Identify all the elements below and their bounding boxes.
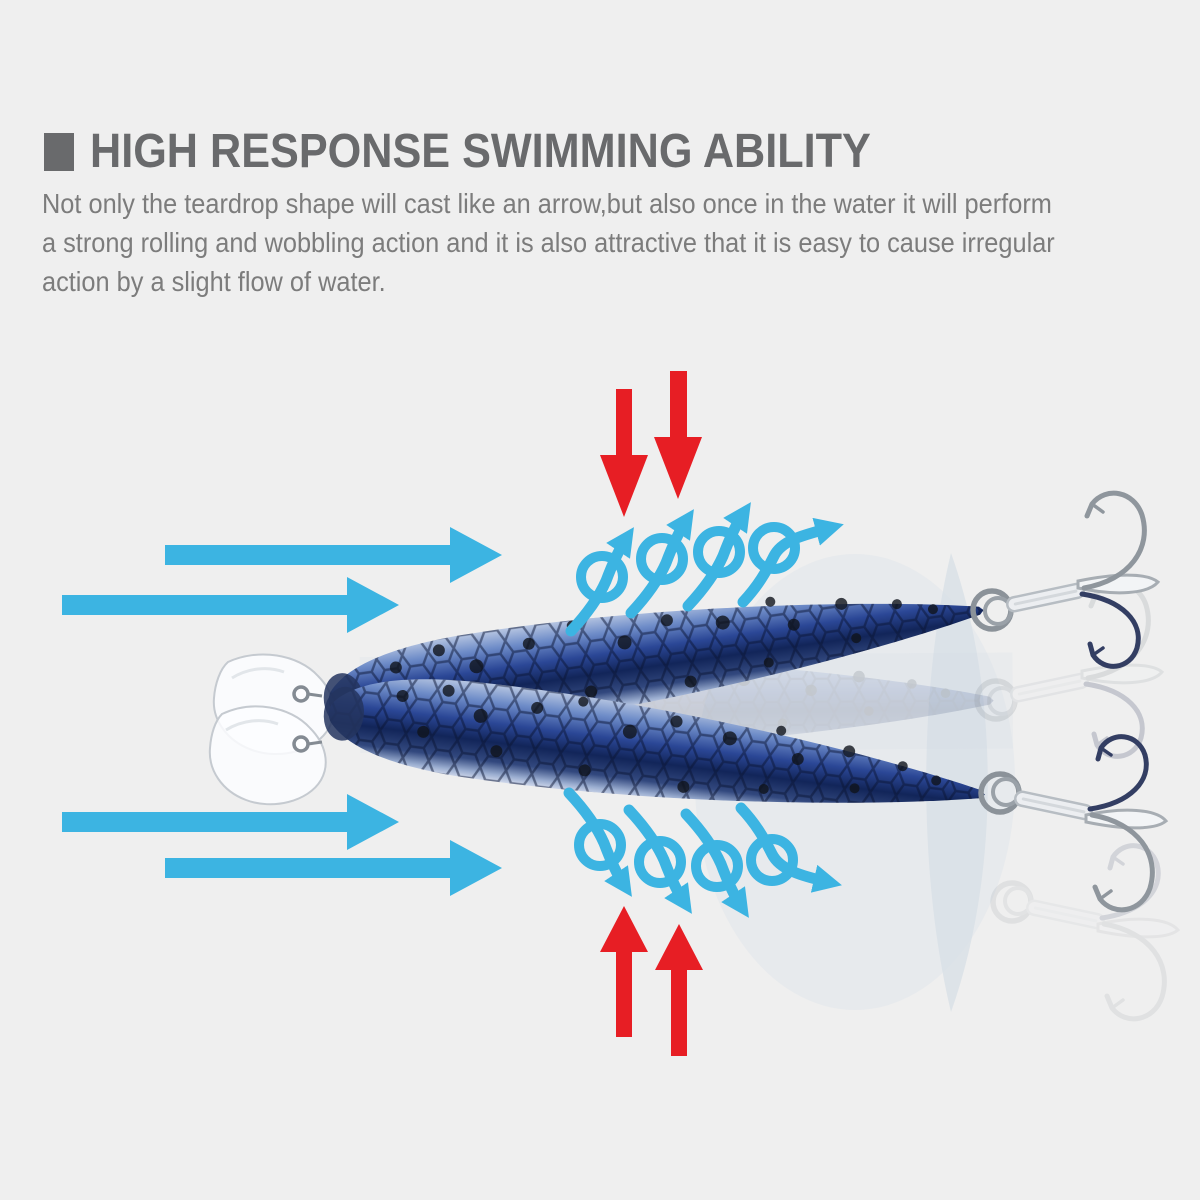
loop-arrow-icon: [735, 802, 842, 893]
description-line: a strong rolling and wobbling action and…: [42, 227, 1055, 258]
loop-arrow-icon: [565, 527, 634, 637]
page-title: HIGH RESPONSE SWIMMING ABILITY: [90, 125, 871, 178]
right-arrow-icon: [62, 794, 399, 850]
loop-arrow-icon: [682, 502, 751, 612]
right-arrow-icon: [165, 840, 502, 896]
up-arrow-icon: [600, 906, 648, 1037]
down-arrow-icon: [600, 389, 648, 517]
section-header: HIGH RESPONSE SWIMMING ABILITY: [44, 124, 958, 179]
square-bullet-icon: [44, 132, 74, 171]
loop-arrow-icon: [563, 787, 632, 897]
description-text: Not only the teardrop shape will cast li…: [42, 184, 1161, 301]
loop-arrow-icon: [625, 509, 694, 619]
upper-turbulence-swirls: [565, 502, 844, 637]
line-tie-eyelet-icon: [292, 685, 323, 753]
up-arrow-icon: [655, 924, 703, 1056]
description-line: Not only the teardrop shape will cast li…: [42, 188, 1052, 219]
loop-arrow-icon: [737, 517, 844, 608]
lower-turbulence-swirls: [563, 787, 842, 918]
pressure-arrows: [600, 371, 703, 1056]
right-arrow-icon: [62, 577, 399, 633]
treble-hook-icon: [973, 493, 1158, 666]
description-line: action by a slight flow of water.: [42, 266, 386, 297]
down-arrow-icon: [654, 371, 702, 499]
water-flow-arrows: [62, 527, 502, 896]
diving-lip: [208, 653, 335, 806]
loop-arrow-icon: [680, 808, 749, 918]
loop-arrow-icon: [623, 804, 692, 914]
right-arrow-icon: [165, 527, 502, 583]
